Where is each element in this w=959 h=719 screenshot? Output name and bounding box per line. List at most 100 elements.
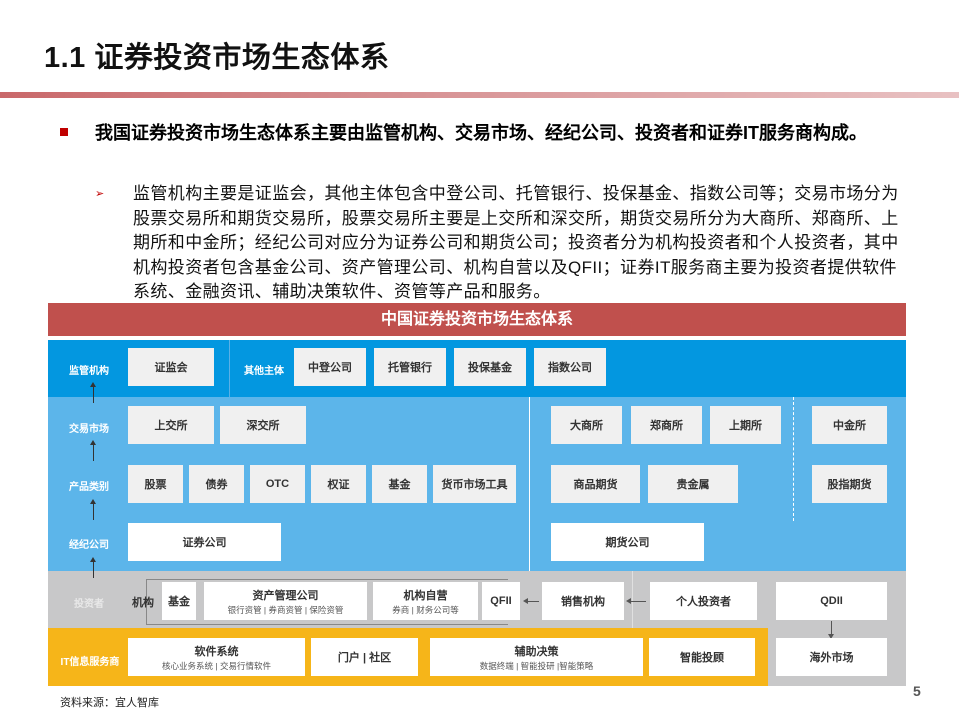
box-label: 基金 [168,596,190,608]
box-sublabel: 银行资管 | 券商资管 | 保险资管 [227,604,344,615]
box-label: 贵金属 [676,479,710,491]
main-bullet-text: 我国证券投资市场生态体系主要由监管机构、交易市场、经纪公司、投资者和证券IT服务… [95,123,867,143]
box-software-systems: 软件系统 核心业务系统 | 交易行情软件 [128,638,305,676]
box-label: 债券 [205,479,228,491]
box-label: 个人投资者 [676,596,731,608]
box-label: 期货公司 [605,537,650,549]
box-dce: 大商所 [551,406,622,444]
box-label: 上期所 [729,420,762,432]
row-label-regulator: 监管机构 [69,366,109,377]
box-sublabel: 核心业务系统 | 交易行情软件 [162,660,271,671]
box-custodian-bank: 托管银行 [374,348,446,386]
box-warrants: 权证 [311,465,366,503]
arrow-up-icon [90,440,96,461]
arrow-up-icon [90,557,96,578]
arrow-bullet-icon: ➢ [95,188,105,200]
box-label: 深交所 [246,420,280,432]
box-precious-metals: 贵金属 [648,465,738,503]
box-qfii: QFII [482,582,520,620]
box-label: 中登公司 [308,362,352,374]
box-label: 指数公司 [548,362,592,374]
box-label: 证券公司 [182,537,227,549]
box-stocks: 股票 [128,465,183,503]
box-label: 郑商所 [650,420,683,432]
box-label: 权证 [327,479,350,491]
box-funds: 基金 [372,465,427,503]
box-czce: 郑商所 [631,406,702,444]
box-label: 海外市场 [809,652,854,664]
box-label: 商品期货 [573,479,618,491]
box-label: 资产管理公司 [252,589,319,602]
box-label: 上交所 [154,420,188,432]
box-commodity-futures: 商品期货 [551,465,640,503]
box-futures-company: 期货公司 [551,523,704,561]
box-label: 软件系统 [194,645,239,658]
box-csdc: 中登公司 [294,348,366,386]
box-label: 投保基金 [468,362,512,374]
box-label: 大商所 [570,420,603,432]
box-proprietary-trading: 机构自营 券商 | 财务公司等 [373,582,478,620]
box-index-company: 指数公司 [534,348,606,386]
box-label: OTC [265,478,290,490]
box-label: 销售机构 [561,596,605,608]
box-sublabel: 数据终端 | 智能投研 |智能策略 [479,660,594,671]
box-qdii: QDII [776,582,887,620]
box-label: 辅助决策 [514,645,559,658]
square-bullet-icon [60,121,72,136]
arrow-up-icon [90,382,96,403]
institution-label: 机构 [132,597,154,609]
investor-divider [632,571,633,628]
box-sse: 上交所 [128,406,214,444]
box-fund-company: 基金 [162,582,196,620]
box-label: 货币市场工具 [441,479,508,491]
box-shfe: 上期所 [710,406,781,444]
box-szse: 深交所 [220,406,306,444]
box-securities-company: 证券公司 [128,523,281,561]
box-sublabel: 券商 | 财务公司等 [392,604,459,615]
box-overseas-market: 海外市场 [776,638,887,676]
source-note: 资料来源：宜人智库 [60,697,159,709]
box-label: 股指期货 [827,479,872,491]
arrow-down-icon [828,621,834,639]
box-label: 门户 | 社区 [337,652,392,664]
box-cffex: 中金所 [812,406,887,444]
box-label: 股票 [144,479,167,491]
box-label: 证监会 [154,362,188,374]
row-label-it: IT信息服务商 [60,657,120,668]
box-label: 机构自营 [403,589,448,602]
page-number: 5 [913,683,921,699]
sub-bullet-text: 监管机构主要是证监会，其他主体包含中登公司、托管银行、投保基金、指数公司等；交易… [133,184,899,301]
box-investor-protection-fund: 投保基金 [454,348,526,386]
diagram-title: 中国证券投资市场生态体系 [48,303,906,336]
row-label-market: 交易市场 [69,424,109,435]
box-money-market: 货币市场工具 [433,465,516,503]
market-divider [529,397,530,571]
box-label: QDII [820,595,843,607]
other-entities-label: 其他主体 [244,366,284,377]
institution-bracket [146,579,508,625]
box-label: 基金 [388,479,411,491]
box-label: 托管银行 [388,362,432,374]
row-label-investor: 投资者 [74,599,104,610]
slide-title: 1.1 证券投资市场生态体系 [44,42,390,74]
box-portal-community: 门户 | 社区 [311,638,418,676]
title-divider [0,92,959,98]
box-sales-institution: 销售机构 [542,582,624,620]
box-label: QFII [490,595,512,607]
regulator-divider [229,340,230,397]
box-bonds: 债券 [189,465,244,503]
arrow-left-icon [626,598,646,604]
box-stock-index-futures: 股指期货 [812,465,887,503]
row-label-products: 产品类别 [69,482,109,493]
box-label: 智能投顾 [680,652,724,664]
arrow-up-icon [90,499,96,520]
box-robo-advisor: 智能投顾 [649,638,755,676]
financial-futures-divider [793,397,794,521]
box-label: 中金所 [833,420,866,432]
arrow-left-icon [523,598,539,604]
row-label-broker: 经纪公司 [69,540,109,551]
box-otc: OTC [250,465,305,503]
box-individual-investor: 个人投资者 [650,582,757,620]
box-decision-support: 辅助决策 数据终端 | 智能投研 |智能策略 [430,638,643,676]
ecosystem-diagram: 中国证券投资市场生态体系 监管机构 交易市场 产品类别 经纪公司 投资者 IT信… [48,303,906,686]
